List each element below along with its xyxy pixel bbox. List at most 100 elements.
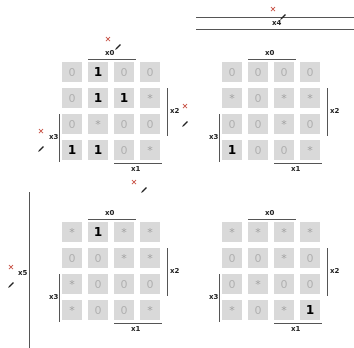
x3-label: x3 [49,133,59,141]
kmap-cell[interactable]: 0 [140,62,160,82]
pencil-icon[interactable] [181,113,189,127]
kmap-cell[interactable]: 1 [62,140,82,160]
kmap-cell[interactable]: 0 [88,300,108,320]
kmap-cell[interactable]: 0 [222,62,242,82]
kmap-cell[interactable]: 0 [222,114,242,134]
x2-bar [327,248,328,296]
kmap-cell[interactable]: * [222,88,242,108]
kmap-cell[interactable]: 0 [88,274,108,294]
kmap-cell[interactable]: * [62,222,82,242]
x1-bar [274,323,322,324]
x1-bar [274,163,322,164]
kmap-cell[interactable]: 1 [300,300,320,320]
kmap-cell[interactable]: * [140,140,160,160]
x3-bar [219,114,220,162]
kmap-cell[interactable]: 1 [88,140,108,160]
kmap-cell[interactable]: 0 [62,62,82,82]
x1-bar [114,163,162,164]
close-icon[interactable]: ✕ [269,5,277,14]
kmap-cell[interactable]: * [140,222,160,242]
x3-label: x3 [209,133,219,141]
kmap-cell[interactable]: * [62,274,82,294]
kmap-cell[interactable]: 0 [114,62,134,82]
kmap-cell[interactable]: 1 [222,140,242,160]
x4-bar [196,17,354,18]
x0-label: x0 [265,49,275,57]
kmap-cell[interactable]: 0 [248,88,268,108]
x2-bar [327,88,328,136]
pencil-icon[interactable] [37,138,45,152]
kmap-cell[interactable]: 0 [114,140,134,160]
kmap-cell[interactable]: 1 [114,88,134,108]
kmap-cell[interactable]: * [300,140,320,160]
kmap-cell[interactable]: 0 [62,248,82,268]
kmap-cell[interactable]: 0 [140,274,160,294]
x4-controls: ✕ [269,5,289,20]
kmap-cell[interactable]: 0 [300,62,320,82]
close-icon[interactable]: ✕ [181,102,189,111]
kmap-cell[interactable]: 0 [274,274,294,294]
close-icon[interactable]: ✕ [37,127,45,136]
kmap-cell[interactable]: * [140,88,160,108]
close-icon[interactable]: ✕ [130,178,138,187]
pencil-icon[interactable] [7,274,15,288]
kmap-cell[interactable]: 0 [248,248,268,268]
close-icon[interactable]: ✕ [104,35,112,44]
x0-bar [248,59,296,60]
kmap-cell[interactable]: 0 [248,140,268,160]
kmap-cell[interactable]: * [140,248,160,268]
kmap-cell[interactable]: * [62,300,82,320]
kmap-cell[interactable]: 0 [114,274,134,294]
x2-label: x2 [170,267,180,275]
kmap-cell[interactable]: * [248,222,268,242]
kmap-cell[interactable]: 0 [222,248,242,268]
kmap-cell[interactable]: * [274,222,294,242]
kmap-cell[interactable]: * [114,248,134,268]
kmap-cell[interactable]: * [222,222,242,242]
close-icon[interactable]: ✕ [7,263,15,272]
x2-bar [167,88,168,136]
kmap-cell[interactable]: * [88,114,108,134]
kmap-cell[interactable]: 0 [300,248,320,268]
kmap-cell[interactable]: * [274,114,294,134]
kmap-cell[interactable]: 1 [88,222,108,242]
kmap-cell[interactable]: 0 [274,140,294,160]
kmap-cell[interactable]: 0 [62,114,82,134]
pencil-icon[interactable] [140,179,148,193]
x2-label: x2 [330,267,340,275]
kmap-cell[interactable]: 0 [88,248,108,268]
kmap-cell[interactable]: 0 [222,274,242,294]
kmap-cell[interactable]: * [274,88,294,108]
kmap-cell[interactable]: * [222,300,242,320]
x1-label: x1 [291,325,301,333]
kmap-cell[interactable]: 0 [274,62,294,82]
x3-label: x3 [209,293,219,301]
x3-bar [59,274,60,322]
kmap-cell[interactable]: 0 [140,114,160,134]
kmap-cell[interactable]: 1 [88,88,108,108]
kmap-cell[interactable]: 0 [248,62,268,82]
kmap-cell[interactable]: * [140,300,160,320]
kmap-cell[interactable]: 0 [114,114,134,134]
pencil-icon[interactable] [279,6,287,20]
kmap-cell[interactable]: * [300,222,320,242]
map1-controls: ✕ [104,35,124,50]
kmap-cell[interactable]: * [114,222,134,242]
kmap-cell[interactable]: * [274,248,294,268]
kmap-cell[interactable]: 0 [248,300,268,320]
kmap-cell[interactable]: 0 [248,114,268,134]
kmap-cell[interactable]: * [248,274,268,294]
kmap-cell[interactable]: 1 [88,62,108,82]
pencil-icon[interactable] [114,36,122,50]
kmap-cell[interactable]: 0 [300,114,320,134]
kmap-cell[interactable]: 0 [62,88,82,108]
x0-bar [248,219,296,220]
kmap-cell[interactable]: 0 [114,300,134,320]
kmap-cell[interactable]: * [300,88,320,108]
x1-controls: ✕ [130,178,150,193]
kmap-cell[interactable]: * [274,300,294,320]
x0-bar [88,219,136,220]
kmap-cell[interactable]: 0 [300,274,320,294]
